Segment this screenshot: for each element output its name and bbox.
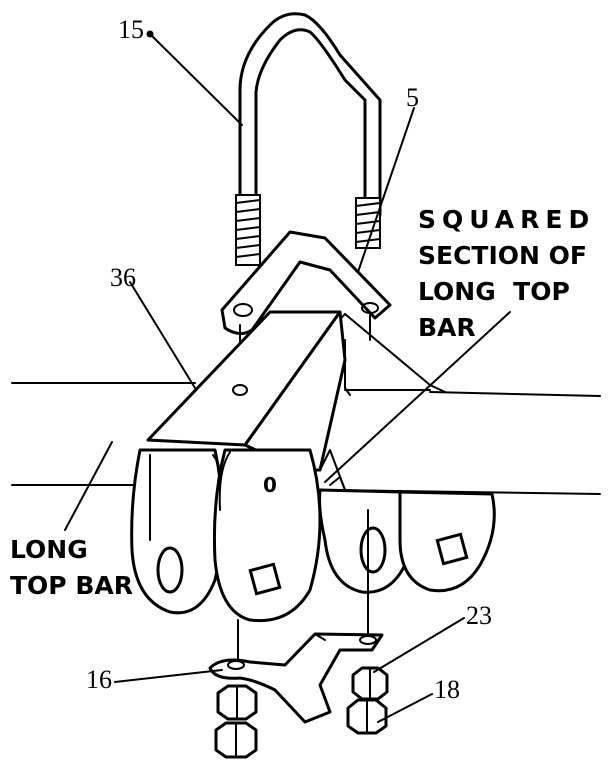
leader-16 [114, 669, 223, 683]
callout-15: 15 [118, 15, 144, 44]
leader-18 [377, 693, 433, 723]
lower-clamp-plate [208, 632, 384, 724]
callout-5: 5 [406, 83, 419, 112]
callout-18: 18 [434, 675, 460, 704]
squared-section-line-1: SQUARED [418, 205, 595, 234]
leader-long-top-bar [64, 441, 113, 531]
callout-16: 16 [86, 665, 112, 694]
v-clamp-plate-5 [220, 230, 392, 335]
hex-nut-23 [351, 666, 389, 701]
squared-section-line-3: LONG TOP [418, 277, 570, 306]
long-top-bar-label: LONG TOP BAR [10, 535, 133, 600]
leader-36 [129, 281, 196, 389]
bracket-square-hole-center [248, 562, 282, 596]
bracket-36: 0 [130, 310, 496, 623]
hex-nut-left-lower [214, 721, 258, 759]
u-bolt-15 [235, 12, 382, 266]
hex-nut-18 [346, 698, 388, 735]
long-top-bar-line-2: TOP BAR [10, 571, 133, 600]
squared-section-label: SQUARED SECTION OF LONG TOP BAR [418, 205, 595, 342]
leader-15 [149, 33, 243, 126]
bracket-mark: 0 [263, 473, 277, 497]
leader-15-dot [146, 30, 154, 38]
callout-23: 23 [466, 601, 492, 630]
bracket-hole-right [359, 526, 387, 574]
leader-5 [357, 107, 415, 273]
leader-23 [373, 617, 465, 673]
squared-section-line-2: SECTION OF [418, 241, 587, 270]
hex-nut-left-upper [216, 684, 258, 721]
callout-36: 36 [110, 263, 136, 292]
squared-section-line-4: BAR [418, 313, 476, 342]
bracket-hole-left [156, 546, 184, 594]
long-top-bar-line-1: LONG [10, 535, 88, 564]
leader-squared-section [324, 311, 511, 483]
u-bolt-thread-left [235, 194, 261, 266]
leader-lines [64, 30, 511, 723]
bracket-square-hole-right [435, 532, 469, 566]
